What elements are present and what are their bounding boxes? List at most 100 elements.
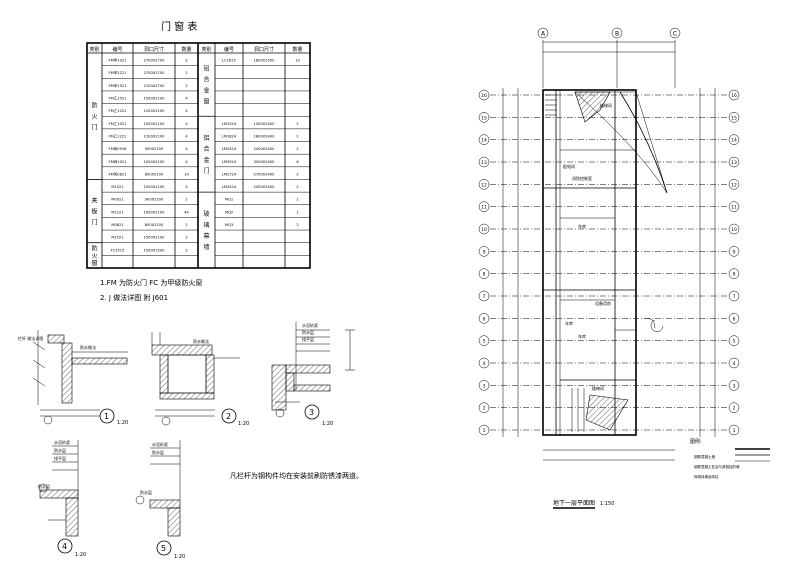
table-left-cell: M0921: [111, 198, 123, 202]
table-header-1: 编号: [112, 46, 122, 53]
table-right-cell: 2400X2400: [254, 147, 275, 151]
table-category-char: 墙: [203, 243, 209, 251]
table-category-char: 火: [91, 114, 97, 121]
table-category-char: 防: [91, 102, 97, 110]
table-right-cell: 2: [296, 122, 298, 126]
table-right-cell: LM3024: [222, 160, 237, 164]
svg-text:防水层: 防水层: [38, 483, 50, 489]
room-label-8: 楼梯间: [592, 385, 604, 391]
table-left-cell: 1500X2100: [144, 236, 165, 240]
table-left-cell: FM乙1021: [109, 121, 127, 126]
table-left-cell: 2: [185, 59, 187, 63]
detail-2-marker: [221, 408, 237, 424]
table-left-cell: 2: [185, 71, 187, 75]
right-axis-label: 14: [731, 138, 737, 144]
table-left-cell: 4: [185, 122, 188, 126]
table-left-cell: 1000X2100: [144, 122, 165, 126]
right-axis-label: 6: [733, 316, 736, 322]
svg-text:防水层: 防水层: [152, 449, 164, 455]
table-left-cell: 2: [185, 236, 187, 240]
svg-text:找平层: 找平层: [54, 455, 66, 461]
detail-2-num: 2: [226, 412, 231, 421]
table-category-char: 窗: [203, 98, 209, 106]
room-label-3: 消防控制室: [572, 175, 592, 181]
table-left-cell: 4: [185, 134, 188, 138]
table-left-cell: 1200X2100: [144, 134, 165, 138]
detail-4-num: 4: [62, 542, 67, 551]
table-category-char: 板: [91, 208, 97, 216]
detail-note: 凡栏杆为钢构件均在安装前刷防锈漆两道。: [230, 471, 363, 480]
svg-text:防水层: 防水层: [302, 329, 314, 335]
table-left-cell: 2700X2700: [144, 59, 165, 63]
table-header-4: 类别: [201, 46, 211, 53]
svg-text:防水层: 防水层: [140, 489, 152, 495]
table-right-cell: 1800X1500: [254, 59, 275, 63]
table-left-cell: 1000X2100: [144, 210, 165, 214]
table-left-cell: FM丙0821: [109, 171, 127, 176]
table-left-cell: FM丙0918: [109, 146, 128, 151]
left-axis-label: 14: [481, 138, 487, 144]
room-label-1: 楼梯间: [600, 102, 612, 108]
table-right-cell: LC1815: [222, 59, 236, 63]
table-left-cell: FM乙1521: [109, 96, 127, 101]
table-category-char: 防: [91, 245, 97, 253]
table-header-3: 数量: [181, 46, 191, 53]
table-left-cell: 2100X2700: [144, 84, 165, 88]
table-left-cell: FM甲1521: [109, 83, 127, 88]
legend-line-2: 钢筋混凝土柱及与其相连的墙: [694, 464, 740, 469]
svg-text:水泥砂浆: 水泥砂浆: [302, 322, 318, 328]
table-right-cell: MQ1: [225, 198, 233, 202]
table-category-char: 火: [91, 253, 97, 260]
detail-4-marker: [57, 538, 73, 554]
table-title: 门 窗 表: [161, 20, 197, 33]
detail-4: 水泥砂浆 防水层 找平层 防水层 4 1:20: [38, 439, 86, 558]
svg-text:防水层: 防水层: [54, 447, 66, 453]
table-category-char: 幕: [203, 232, 209, 240]
right-axis-label: 9: [733, 249, 736, 255]
table-right-cell: LM1524: [222, 122, 237, 126]
detail-5-scale: 1:20: [174, 554, 185, 560]
table-left-cell: 1200X2100: [144, 109, 165, 113]
left-axis-label: 3: [483, 383, 486, 389]
table-left-cell: FM甲1221: [109, 70, 127, 75]
legend-line-1: 钢筋混凝土墙: [694, 454, 715, 459]
top-axis-label: A: [541, 31, 546, 38]
table-left-cell: 1000X2100: [144, 185, 165, 189]
right-axis-label: 1: [733, 428, 736, 434]
table-right-cell: 1800X2400: [254, 134, 275, 138]
table-left-cell: 4: [185, 160, 188, 164]
room-label-6: 车库: [565, 320, 573, 326]
left-axis-label: 15: [481, 115, 487, 121]
table-category-char: 窗: [91, 259, 97, 267]
table-left-cell: 2700X2700: [144, 71, 165, 75]
detail-2: 防水做法 2 1:20: [151, 332, 249, 427]
table-left-cell: 2: [185, 198, 187, 202]
table-right-cell: 6: [296, 160, 299, 164]
room-label-4: 车库: [578, 223, 586, 229]
svg-text:水泥砂浆: 水泥砂浆: [152, 441, 168, 447]
table-left-cell: 1500X1500: [144, 248, 165, 252]
detail-3-scale: 1:20: [322, 421, 333, 427]
table-header-2: 洞口尺寸: [144, 46, 164, 53]
left-axis-label: 10: [481, 227, 487, 233]
table-left-cell: 4: [185, 185, 188, 189]
svg-text:水泥砂浆: 水泥砂浆: [54, 439, 70, 445]
table-category-char: 金: [203, 87, 209, 95]
left-axis-label: 2: [483, 406, 486, 412]
left-axis-label: 4: [483, 361, 486, 367]
table-headers: 类别编号洞口尺寸数量类别编号洞口尺寸数量: [89, 46, 302, 53]
table-header-6: 洞口尺寸: [254, 46, 274, 53]
room-label-7: 车库: [578, 333, 586, 339]
table-left-cell: 4: [185, 147, 188, 151]
table-category-char: 门: [91, 219, 97, 227]
table-category-char: 铝: [203, 134, 209, 142]
detail-3: 水泥砂浆 防水层 找平层 3 1:20: [271, 322, 355, 427]
table-left-cell: 900X2100: [145, 147, 164, 151]
table-right-cell: 10: [295, 59, 300, 63]
table-left-cell: FM乙1221: [109, 108, 127, 113]
note-line-2: 2. J 做法详图 附 J601: [100, 293, 168, 302]
right-axis-label: 8: [733, 272, 736, 278]
